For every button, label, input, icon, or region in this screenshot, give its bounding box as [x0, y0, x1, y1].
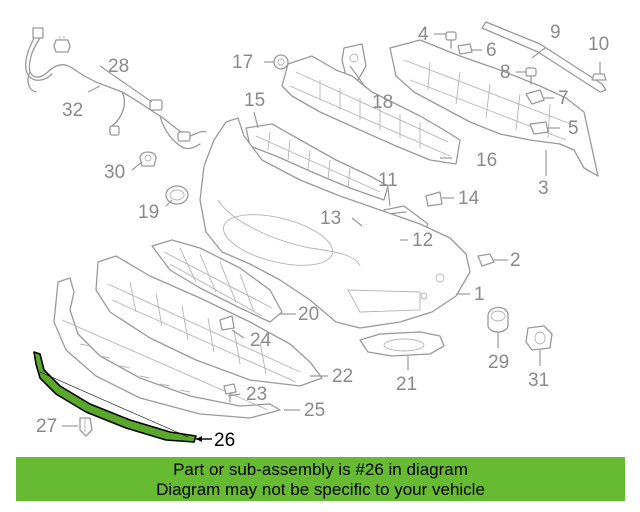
leader-lines: [62, 33, 601, 442]
ring-part-19: [165, 185, 189, 205]
callout-29: 29: [488, 352, 509, 373]
highlighted-part-26: [33, 351, 197, 443]
callout-25: 25: [304, 400, 325, 421]
push-pin-part-27: [79, 417, 93, 437]
nut-part-17: [273, 54, 289, 70]
wiring-harness-part: [24, 27, 207, 150]
callout-11: 11: [378, 170, 398, 191]
callout-1: 1: [474, 284, 485, 305]
callout-10: 10: [588, 34, 609, 55]
callout-12: 12: [412, 230, 433, 251]
callout-14: 14: [458, 188, 480, 209]
callout-23: 23: [246, 384, 267, 405]
callout-30: 30: [104, 162, 125, 183]
grille-part-20: [151, 239, 283, 323]
callout-20: 20: [298, 304, 319, 325]
clip-part-23: [223, 383, 237, 403]
callout-7: 7: [558, 88, 569, 109]
impact-absorber-part: [281, 55, 461, 165]
connector-part-28: [53, 36, 71, 53]
callout-15: 15: [244, 90, 265, 111]
callout-9: 9: [550, 22, 561, 43]
callout-2: 2: [510, 250, 521, 271]
callout-4: 4: [418, 24, 429, 45]
callout-3: 3: [538, 178, 549, 199]
fog-bezel-part-21: [359, 331, 445, 357]
energy-absorber-part-15: [245, 123, 389, 201]
clip-part-14: [425, 191, 443, 207]
callout-27: 27: [36, 416, 57, 437]
clip-part-5: [529, 121, 549, 135]
info-banner: Part or sub-assembly is #26 in diagram D…: [16, 457, 625, 501]
callout-26: 26: [214, 430, 235, 451]
callout-22: 22: [332, 366, 353, 387]
callout-18: 18: [372, 92, 393, 113]
callout-32: 32: [62, 100, 83, 121]
callout-8: 8: [500, 62, 511, 83]
plug-part-10: [591, 73, 607, 81]
callout-19: 19: [138, 202, 159, 223]
banner-line-1: Part or sub-assembly is #26 in diagram: [173, 460, 468, 479]
clip-part-24: [219, 315, 235, 331]
clip-part-7: [525, 89, 545, 105]
callout-28: 28: [108, 56, 129, 77]
callout-5: 5: [568, 118, 579, 139]
bracket-part-31: [525, 325, 553, 351]
sensor-part-29: [487, 306, 509, 333]
callout-6: 6: [486, 40, 497, 61]
bumper-cover-part-1: [199, 117, 471, 329]
callout-16: 16: [476, 150, 497, 171]
callout-13: 13: [320, 208, 341, 229]
callout-21: 21: [396, 374, 417, 395]
bolt-part-8: [525, 67, 537, 85]
callout-17: 17: [232, 52, 253, 73]
clip-part-2: [477, 253, 495, 267]
parts-diagram: 1 2 3 4 5 6 7 8 9 10 11 12 13 14 15 16 1…: [24, 21, 609, 451]
fastener-part-4: [445, 31, 457, 49]
clip-part-6: [457, 43, 473, 55]
lower-grille-part-22: [95, 255, 323, 387]
callout-24: 24: [250, 330, 272, 351]
sensor-part-30: [139, 151, 157, 167]
callout-31: 31: [528, 370, 549, 391]
banner-line-2: Diagram may not be specific to your vehi…: [156, 480, 485, 499]
callout-labels: 1 2 3 4 5 6 7 8 9 10 11 12 13 14 15 16 1…: [36, 22, 609, 451]
strip-part-9: [481, 21, 607, 93]
